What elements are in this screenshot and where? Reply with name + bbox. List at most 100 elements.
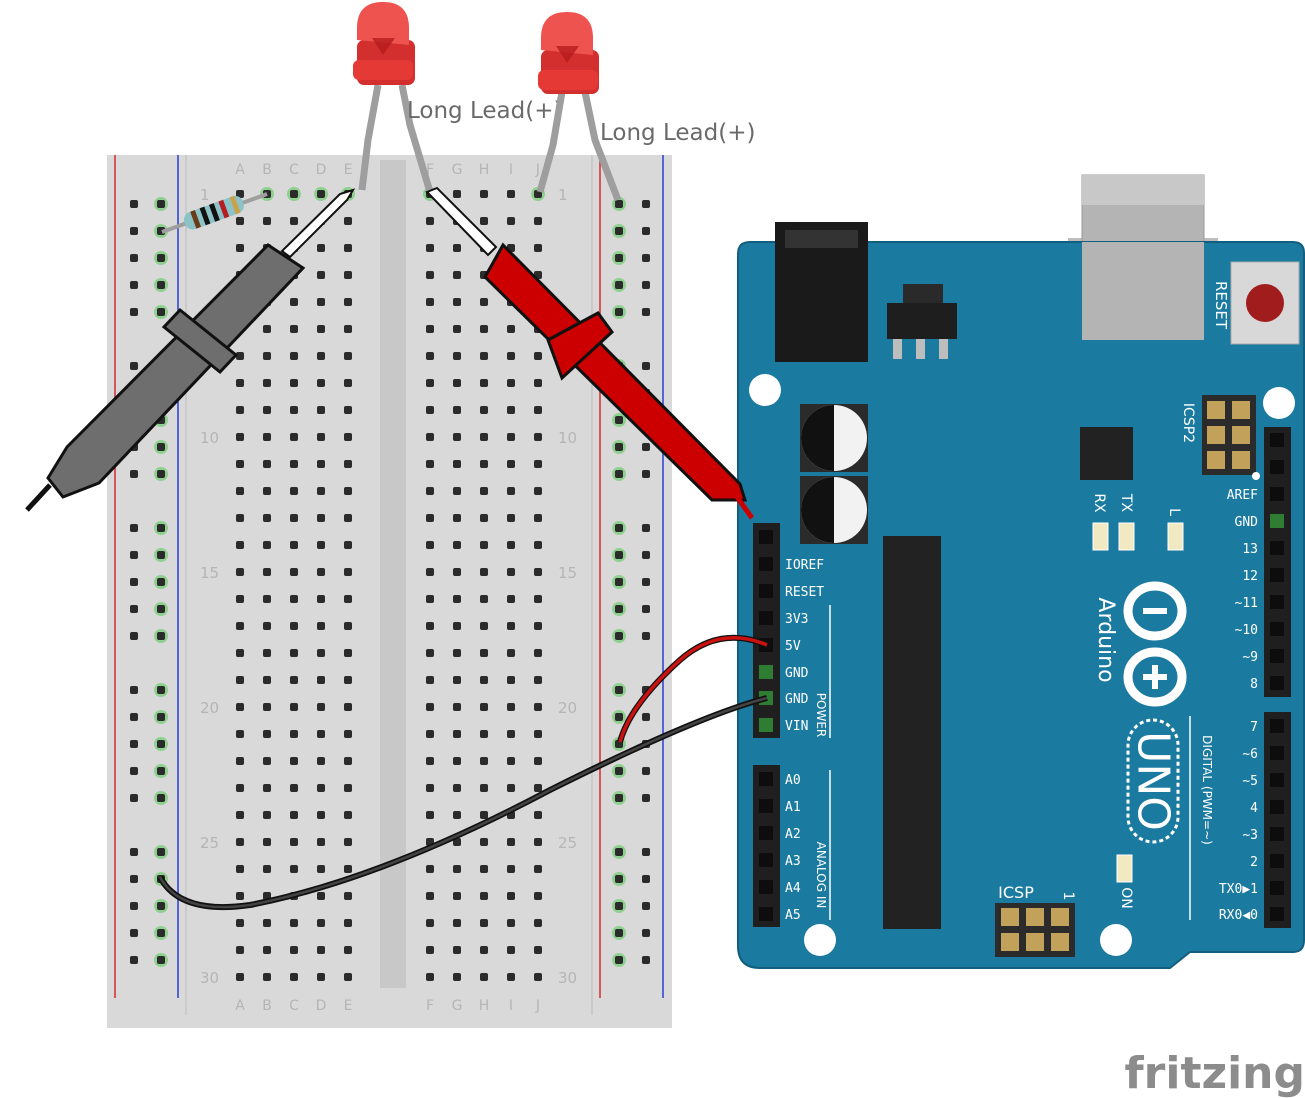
breadboard-hole	[236, 379, 244, 387]
row-number: 30	[200, 969, 219, 987]
breadboard-hole	[453, 379, 461, 387]
breadboard-hole	[154, 629, 168, 643]
breadboard-hole	[287, 187, 301, 201]
pin-label: 8	[1250, 677, 1258, 692]
breadboard-hole	[290, 838, 298, 846]
breadboard-hole	[534, 514, 542, 522]
breadboard-hole	[534, 811, 542, 819]
column-labels-bottom: A B C D E F G H I J	[235, 998, 540, 1014]
breadboard-hole	[130, 956, 138, 964]
breadboard-hole	[534, 730, 542, 738]
col-label-e: E	[344, 162, 353, 178]
breadboard-hole	[642, 605, 650, 613]
pin-label: 7	[1250, 720, 1258, 735]
breadboard-hole	[317, 244, 325, 252]
breadboard-hole	[642, 713, 650, 721]
mounting-hole	[804, 924, 836, 956]
fritzing-logo: fritzing	[1125, 1048, 1305, 1098]
breadboard-hole	[236, 595, 244, 603]
breadboard-hole	[534, 622, 542, 630]
header-pin	[1270, 827, 1284, 841]
row-number: 25	[558, 834, 577, 852]
breadboard-hole	[480, 433, 488, 441]
pin-label: GND	[1235, 515, 1259, 530]
breadboard-hole	[317, 325, 325, 333]
breadboard-hole	[290, 757, 298, 765]
col-label-d: D	[316, 162, 327, 178]
header-pin	[1270, 433, 1284, 447]
breadboard-hole	[236, 433, 244, 441]
row-number: 20	[558, 699, 577, 717]
col-label-g: G	[452, 998, 463, 1014]
breadboard-hole	[480, 730, 488, 738]
breadboard-hole	[480, 703, 488, 711]
breadboard-hole	[263, 460, 271, 468]
breadboard-hole	[480, 946, 488, 954]
breadboard-hole	[642, 902, 650, 910]
breadboard-hole	[507, 649, 515, 657]
breadboard-hole	[507, 217, 515, 225]
breadboard-hole	[426, 676, 434, 684]
breadboard-hole	[263, 406, 271, 414]
breadboard-hole	[290, 352, 298, 360]
breadboard-hole	[130, 929, 138, 937]
breadboard-hole	[480, 865, 488, 873]
breadboard-hole	[130, 281, 138, 289]
breadboard-hole	[534, 433, 542, 441]
breadboard-hole	[453, 541, 461, 549]
arduino-uno-board: RESET ICSP2	[737, 174, 1305, 969]
breadboard-hole	[344, 784, 352, 792]
breadboard-hole	[507, 325, 515, 333]
header-pin	[759, 772, 773, 786]
col-label-i: I	[509, 998, 513, 1014]
breadboard-hole	[317, 784, 325, 792]
breadboard-hole	[317, 514, 325, 522]
breadboard-hole	[317, 460, 325, 468]
breadboard-hole	[344, 730, 352, 738]
breadboard-hole	[534, 973, 542, 981]
breadboard-hole	[507, 622, 515, 630]
breadboard-hole	[154, 521, 168, 535]
breadboard-hole	[263, 973, 271, 981]
breadboard-hole	[154, 575, 168, 589]
header-pin	[1270, 487, 1284, 501]
brand-name: Arduino	[1093, 597, 1118, 682]
col-label-d: D	[316, 998, 327, 1014]
pin-label: 5V	[785, 639, 801, 654]
breadboard-hole	[507, 433, 515, 441]
breadboard-hole	[612, 278, 626, 292]
breadboard-hole	[642, 308, 650, 316]
breadboard-hole	[317, 568, 325, 576]
board-pcb	[737, 241, 1305, 969]
breadboard-hole	[507, 946, 515, 954]
breadboard-hole	[612, 710, 626, 724]
breadboard-hole	[236, 703, 244, 711]
header-pin	[759, 557, 773, 571]
breadboard-hole	[236, 973, 244, 981]
header-pin	[759, 530, 773, 544]
pin-label: ~10	[1235, 623, 1258, 638]
breadboard-hole	[130, 308, 138, 316]
col-label-h: H	[479, 162, 490, 178]
multimeter-probe-black	[25, 188, 356, 512]
breadboard-hole	[263, 514, 271, 522]
breadboard-hole	[236, 811, 244, 819]
breadboard-hole	[317, 595, 325, 603]
power-group-label: POWER	[814, 693, 828, 737]
breadboard-hole	[507, 541, 515, 549]
breadboard-hole	[507, 784, 515, 792]
capacitor	[800, 476, 868, 544]
breadboard-hole	[426, 865, 434, 873]
on-label: ON	[1118, 887, 1134, 909]
pin-label: A2	[785, 827, 801, 842]
breadboard-hole	[344, 838, 352, 846]
breadboard-hole	[130, 740, 138, 748]
breadboard-hole	[290, 487, 298, 495]
header-pin	[759, 853, 773, 867]
breadboard-hole	[507, 379, 515, 387]
breadboard-hole	[642, 956, 650, 964]
breadboard-hole	[236, 568, 244, 576]
breadboard-hole	[642, 443, 650, 451]
rx-led	[1092, 522, 1109, 551]
